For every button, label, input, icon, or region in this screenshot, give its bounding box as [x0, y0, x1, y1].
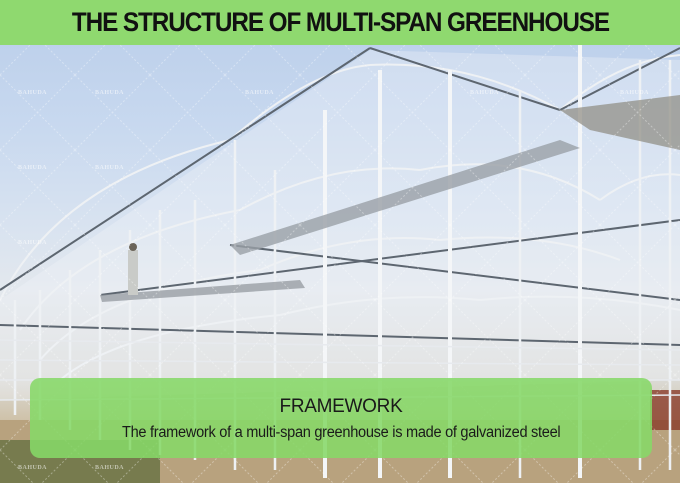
header-banner: THE STRUCTURE OF MULTI-SPAN GREENHOUSE: [0, 0, 680, 45]
caption-panel: FRAMEWORK The framework of a multi-span …: [30, 378, 652, 458]
caption-text: The framework of a multi-span greenhouse…: [121, 424, 561, 441]
caption-title: FRAMEWORK: [279, 396, 403, 417]
page-title: THE STRUCTURE OF MULTI-SPAN GREENHOUSE: [71, 7, 609, 37]
